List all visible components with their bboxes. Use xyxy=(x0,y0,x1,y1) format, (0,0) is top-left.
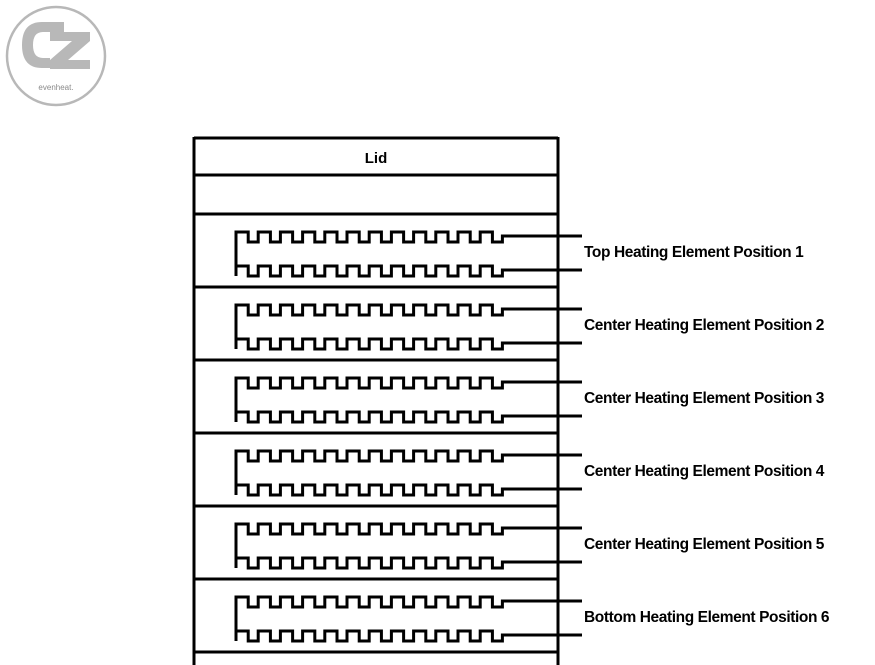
heating-element-coil xyxy=(234,449,582,497)
heating-element-label: Bottom Heating Element Position 6 xyxy=(584,609,830,626)
heating-element-coil xyxy=(234,230,582,278)
heating-section-5: Center Heating Element Position 5 xyxy=(194,522,825,581)
heating-section-6: Bottom Heating Element Position 6 xyxy=(194,595,830,654)
heating-element-label: Center Heating Element Position 2 xyxy=(584,317,824,334)
heating-section-1: Top Heating Element Position 1 xyxy=(194,230,805,289)
heating-element-label: Top Heating Element Position 1 xyxy=(584,244,804,261)
heating-element-label: Center Heating Element Position 4 xyxy=(584,463,825,480)
heating-element-coil xyxy=(234,303,582,351)
heating-section-2: Center Heating Element Position 2 xyxy=(194,303,824,362)
heating-section-4: Center Heating Element Position 4 xyxy=(194,449,825,508)
heating-element-coil xyxy=(234,522,582,570)
evenheat-logo: evenheat. xyxy=(5,5,107,107)
heating-element-label: Center Heating Element Position 3 xyxy=(584,390,825,407)
logo-mark-icon xyxy=(22,22,90,69)
heating-element-coil xyxy=(234,376,582,424)
heating-section-3: Center Heating Element Position 3 xyxy=(194,376,825,435)
heating-element-coil xyxy=(234,595,582,643)
kiln-body xyxy=(192,136,560,665)
heating-element-label: Center Heating Element Position 5 xyxy=(584,536,825,553)
lid-label: Lid xyxy=(365,150,388,167)
heating-sections: Top Heating Element Position 1 Center Hea… xyxy=(194,230,830,654)
logo-wordmark: evenheat. xyxy=(38,83,73,92)
